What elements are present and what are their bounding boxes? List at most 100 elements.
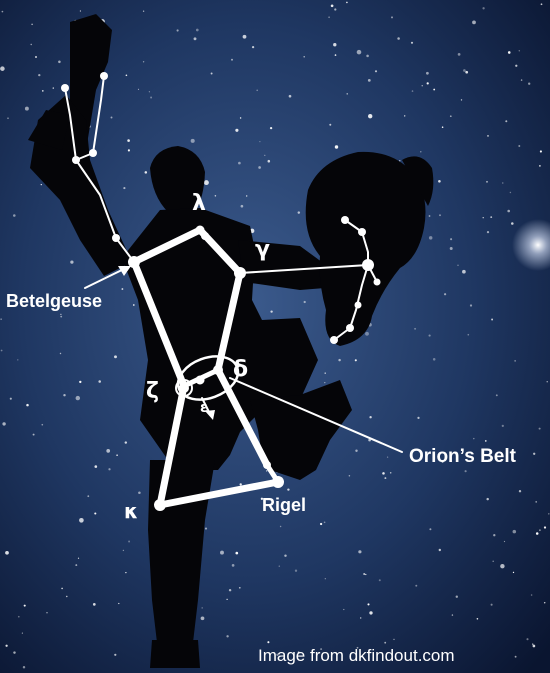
background-star: [0, 318, 1, 319]
background-star: [194, 37, 197, 40]
background-star: [229, 589, 231, 591]
background-star: [270, 127, 272, 129]
background-star: [429, 335, 431, 337]
background-star: [111, 117, 113, 119]
background-star: [106, 449, 110, 453]
background-star: [384, 477, 386, 479]
background-star: [439, 549, 441, 551]
background-star: [363, 573, 365, 575]
background-star: [500, 564, 504, 568]
background-star: [507, 210, 510, 213]
background-star: [331, 4, 334, 7]
background-star: [211, 73, 213, 75]
background-star: [215, 195, 217, 197]
background-star: [438, 180, 441, 183]
star-zeta: [179, 383, 189, 393]
label-orions-belt: Orion’s Belt: [409, 446, 517, 467]
background-star: [465, 71, 468, 74]
background-star: [220, 551, 224, 555]
background-star: [324, 521, 326, 523]
background-star: [149, 91, 150, 92]
background-star: [338, 359, 340, 361]
background-star: [177, 29, 179, 31]
background-star: [491, 319, 493, 321]
background-star: [125, 441, 127, 443]
background-star: [414, 328, 416, 330]
star-hand: [72, 156, 80, 164]
background-star: [17, 359, 18, 360]
background-star: [511, 222, 514, 225]
background-star: [35, 56, 37, 58]
background-star: [201, 616, 205, 620]
background-star: [539, 165, 541, 167]
background-star: [266, 470, 267, 471]
background-star: [427, 82, 429, 84]
background-star: [429, 236, 432, 239]
background-star: [502, 425, 504, 427]
background-star: [349, 475, 351, 477]
background-star: [547, 381, 548, 382]
background-star: [240, 117, 241, 118]
background-star: [528, 83, 530, 85]
background-star: [485, 440, 487, 442]
background-star: [502, 182, 503, 183]
background-star: [143, 11, 144, 12]
background-star: [442, 126, 444, 128]
background-star: [415, 585, 417, 587]
background-star: [1, 350, 3, 352]
background-star: [145, 171, 148, 174]
background-star: [98, 380, 101, 383]
background-star: [535, 501, 537, 503]
background-star: [452, 614, 453, 615]
background-star: [235, 552, 238, 555]
background-star: [108, 468, 110, 470]
star-rigel: [272, 476, 284, 488]
background-star: [241, 205, 244, 208]
background-star: [70, 260, 73, 263]
background-star: [295, 570, 297, 572]
background-star: [138, 491, 141, 494]
background-star: [38, 74, 40, 76]
background-star: [13, 214, 16, 217]
background-star: [75, 564, 77, 566]
background-star: [450, 115, 452, 117]
background-star: [61, 588, 63, 590]
background-star: [379, 579, 381, 581]
background-star: [532, 643, 533, 644]
background-star: [298, 211, 300, 213]
background-star: [23, 666, 25, 668]
background-star: [289, 95, 292, 98]
label-lambda: λ: [192, 191, 206, 216]
background-star: [491, 604, 493, 606]
background-star: [279, 565, 280, 566]
background-star: [366, 55, 369, 58]
background-star: [519, 490, 521, 492]
background-star: [41, 184, 42, 185]
background-star: [334, 8, 336, 10]
background-star: [303, 56, 305, 58]
background-star: [515, 656, 517, 658]
background-star: [0, 66, 5, 71]
background-star: [128, 149, 130, 151]
background-star: [533, 645, 536, 648]
background-star: [60, 314, 61, 315]
background-star: [270, 310, 272, 312]
background-star: [205, 528, 207, 530]
background-star: [422, 85, 423, 86]
background-star: [240, 483, 242, 485]
background-star: [235, 129, 238, 132]
label-rigel: Rigel: [262, 495, 306, 515]
background-star: [239, 587, 241, 589]
background-star: [411, 42, 413, 44]
background-star: [280, 526, 281, 527]
background-star: [450, 247, 453, 250]
background-star: [384, 642, 386, 644]
background-star: [238, 162, 241, 165]
background-star: [18, 616, 20, 618]
background-star: [94, 465, 97, 468]
star-shield-bottom: [330, 336, 338, 344]
star-shield-top: [341, 216, 349, 224]
background-star: [126, 74, 128, 76]
background-star: [191, 139, 195, 143]
background-star: [482, 7, 484, 9]
